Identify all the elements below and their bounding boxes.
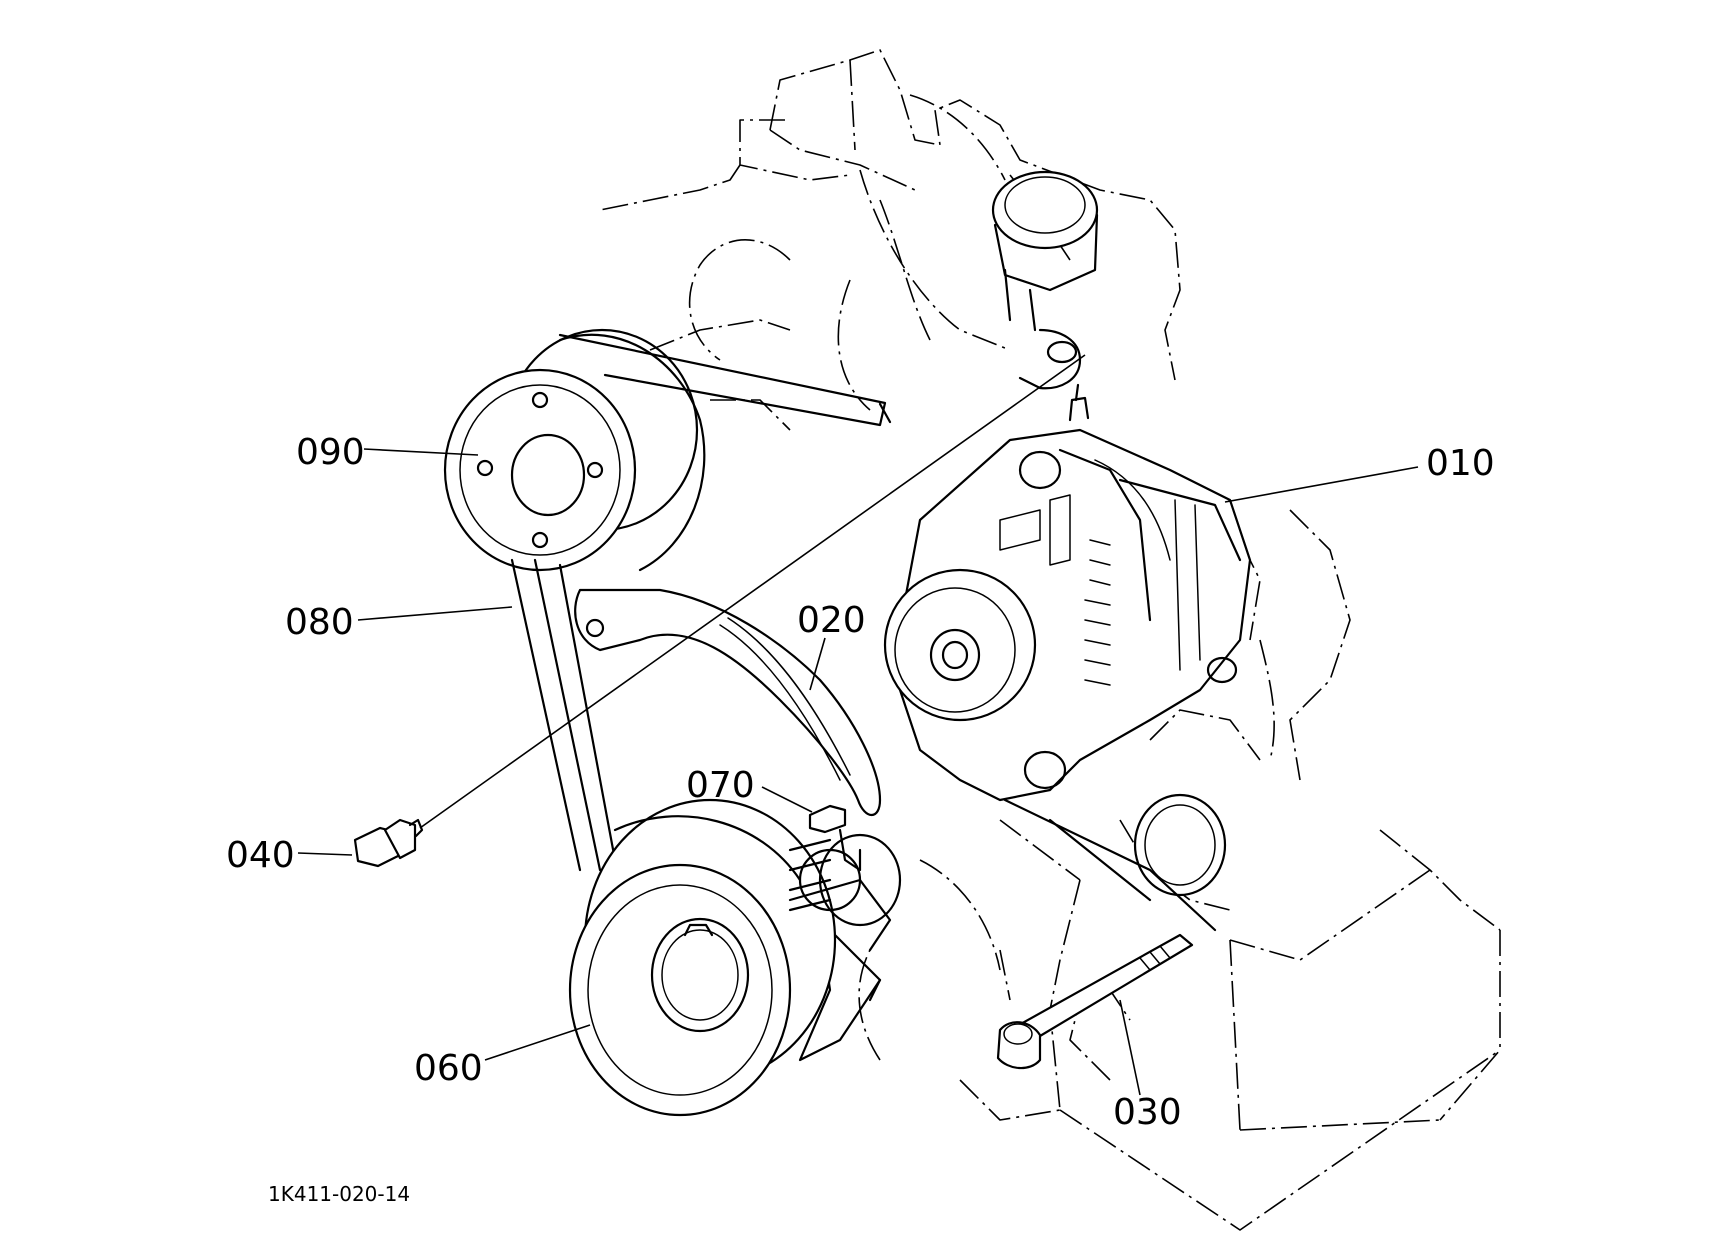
oil-filler-cap <box>991 170 1099 332</box>
crankshaft-pulley <box>568 798 902 1117</box>
engine-boss <box>1018 328 1082 390</box>
leader-lines <box>297 354 1419 1096</box>
leader-020 <box>809 637 826 691</box>
leader-040 <box>297 852 353 856</box>
leader-070 <box>761 786 813 813</box>
callout-020: 020 <box>797 600 866 641</box>
crankshaft-key <box>808 804 862 872</box>
bolt-040 <box>353 818 424 868</box>
leader-010 <box>1224 466 1419 503</box>
alternator <box>883 383 1252 802</box>
alternator-stay <box>574 588 882 817</box>
fan-belt <box>510 333 892 1062</box>
bolt-030 <box>996 933 1194 1070</box>
callout-090: 090 <box>296 432 365 473</box>
callout-080: 080 <box>285 602 354 643</box>
callout-010: 010 <box>1426 443 1495 484</box>
water-pump-pulley <box>443 319 791 572</box>
leader-030 <box>1119 999 1141 1096</box>
cover-plate <box>1003 793 1227 932</box>
leader-090 <box>363 448 479 456</box>
drawing-code: 1K411-020-14 <box>268 1182 410 1206</box>
callout-060: 060 <box>414 1048 483 1089</box>
callout-040: 040 <box>226 835 295 876</box>
leader-040b <box>419 354 1086 829</box>
leader-080 <box>357 606 513 621</box>
callout-070: 070 <box>686 765 755 806</box>
callout-030: 030 <box>1113 1092 1182 1133</box>
leader-060 <box>484 1024 591 1061</box>
